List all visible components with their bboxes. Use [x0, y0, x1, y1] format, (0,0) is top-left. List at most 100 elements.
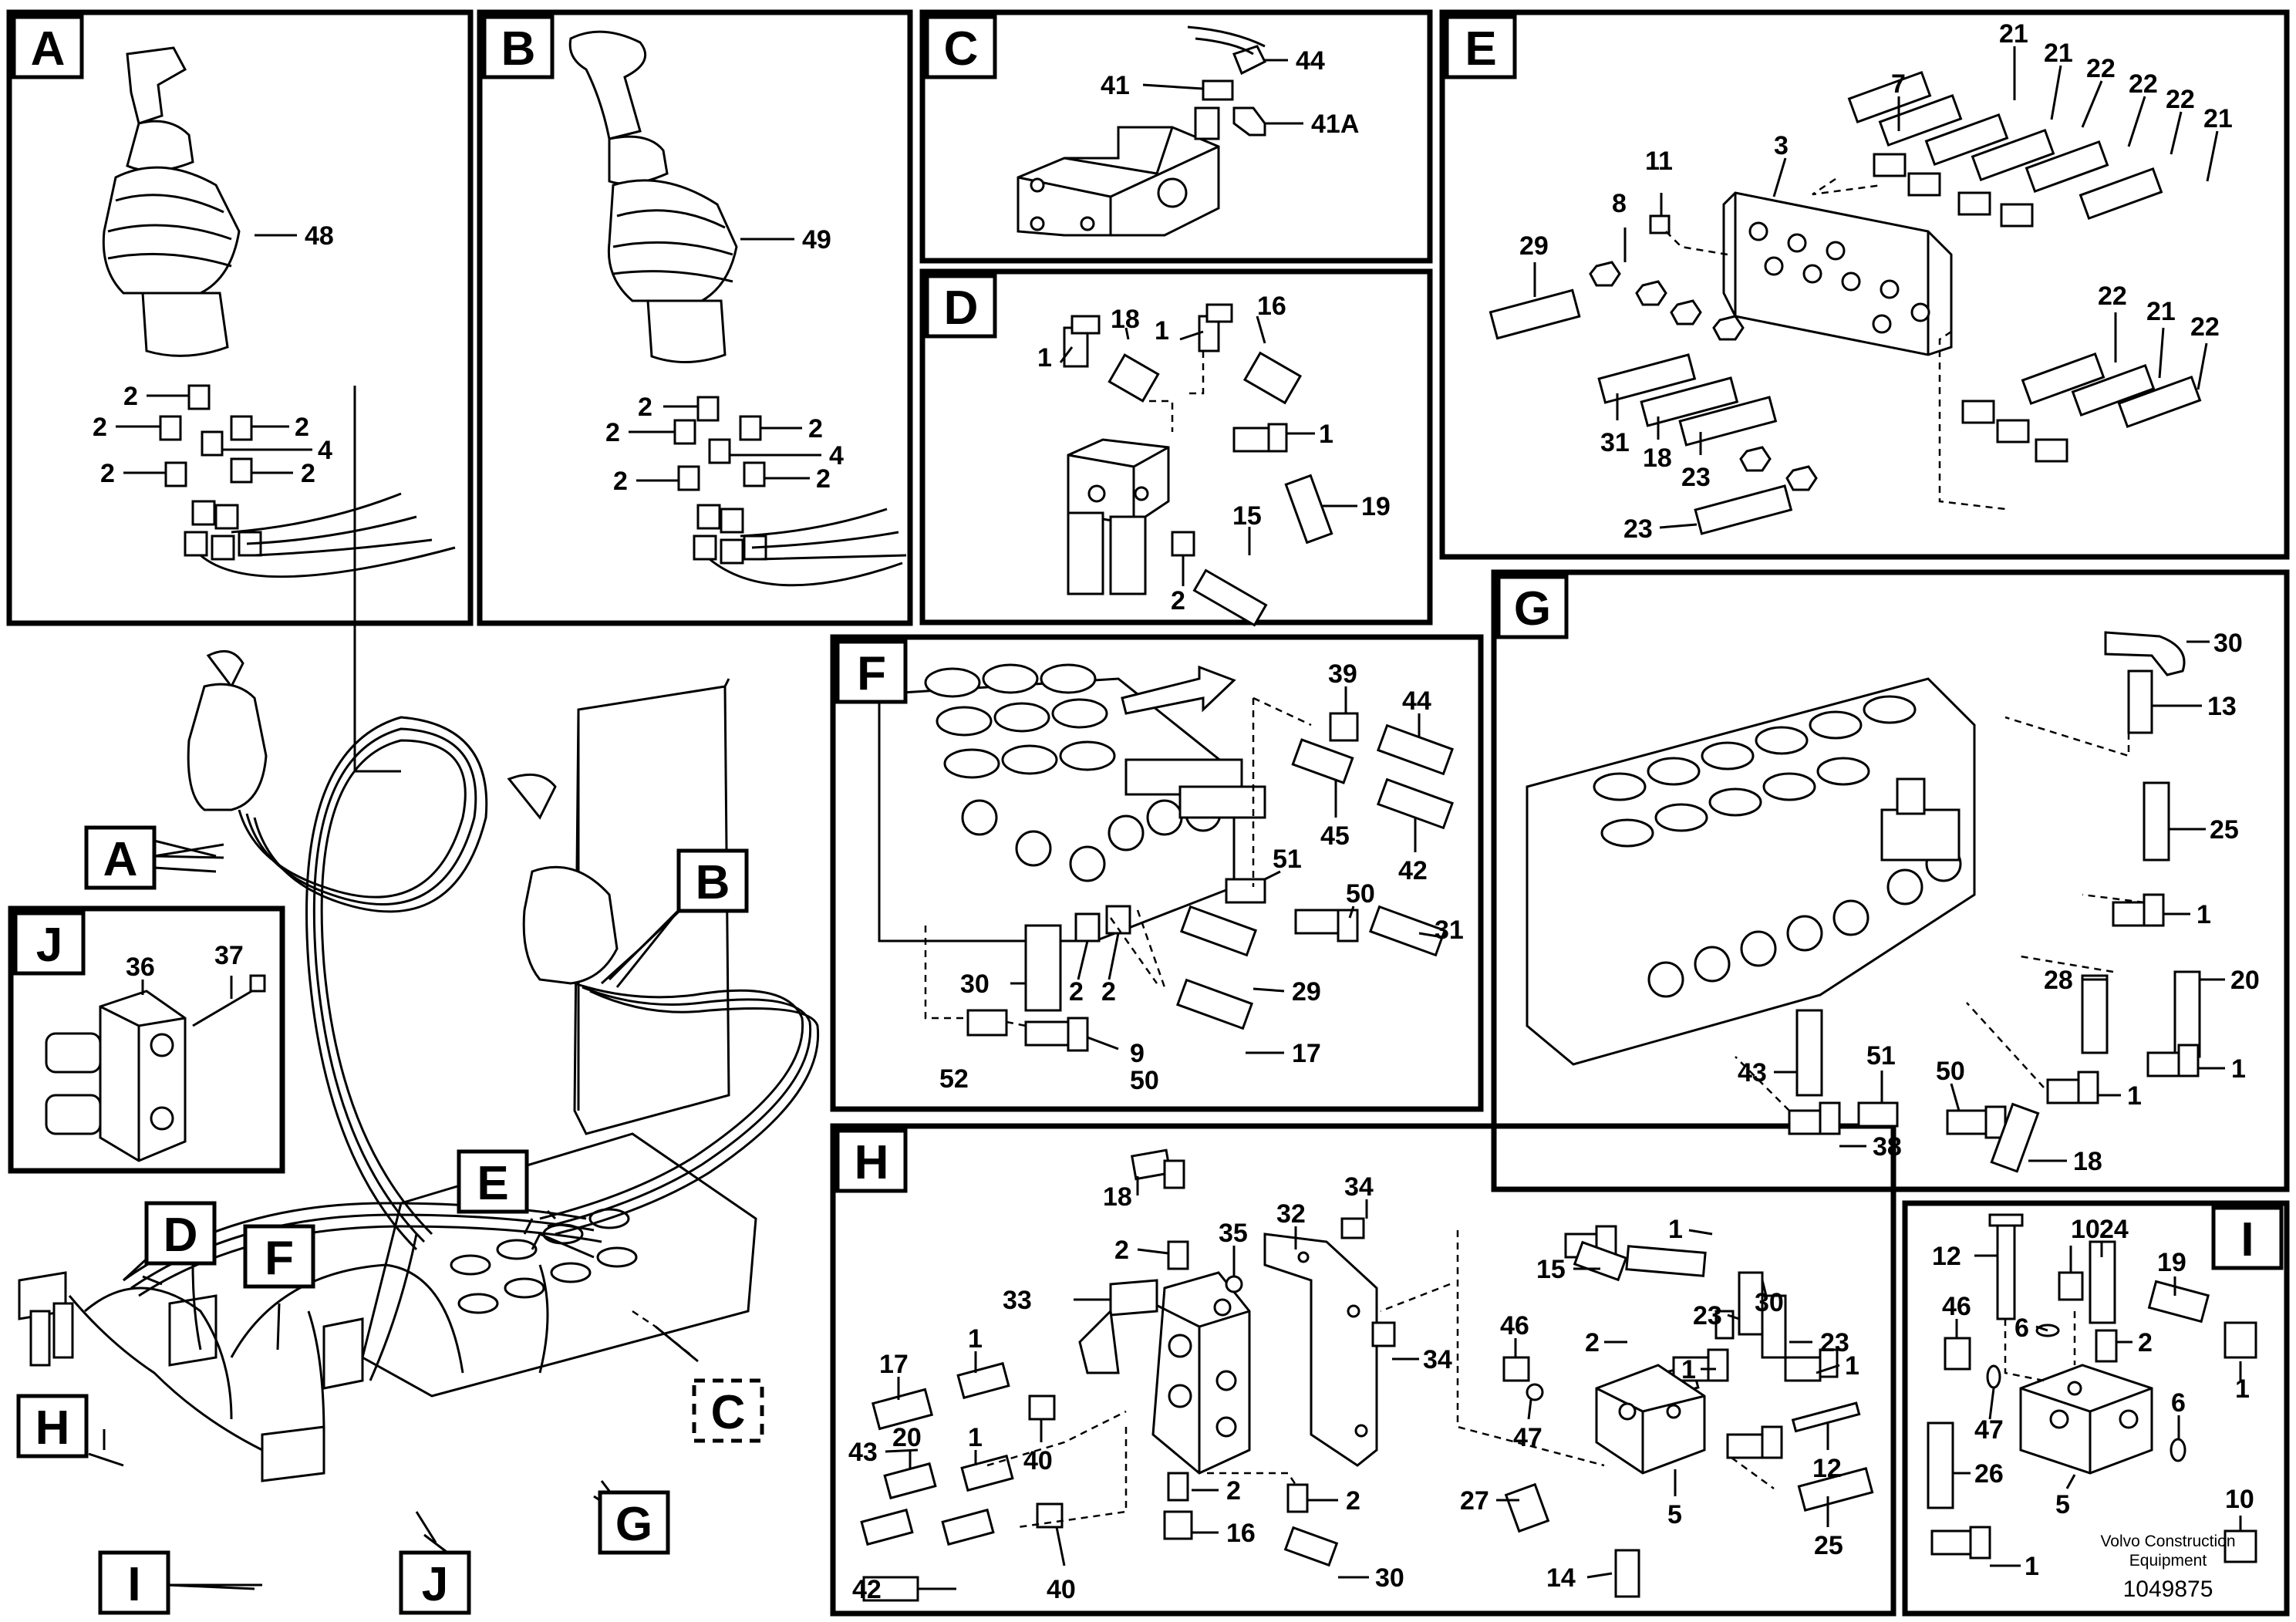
label: 23 [1820, 1328, 1849, 1357]
label: 31 [1600, 428, 1630, 457]
label: 17 [1292, 1039, 1321, 1068]
label: 21 [2203, 104, 2233, 133]
label: 43 [1738, 1058, 1767, 1088]
panel-d-drawing [1063, 303, 1333, 627]
label: 18 [1111, 305, 1140, 334]
callout-e: E [477, 1157, 508, 1210]
label: 18 [2073, 1147, 2102, 1176]
label: 46 [1942, 1292, 1971, 1321]
panel-g-drawing [1526, 631, 2201, 1173]
panel-d-labels: 18 1 1 16 1 19 15 2 [1037, 292, 1391, 615]
panel-j-drawing [45, 974, 266, 1162]
panel-i-drawing [1927, 1213, 2257, 1563]
label: 27 [1460, 1486, 1489, 1516]
label: 30 [2213, 629, 2243, 658]
label: 40 [1047, 1575, 1076, 1604]
label: 49 [802, 225, 831, 255]
panel-e-frame [1439, 9, 2290, 560]
label: 25 [2210, 815, 2239, 845]
label: 1 [2127, 1081, 2142, 1111]
section-tag-i: I [2240, 1213, 2254, 1266]
label: 10 [2071, 1215, 2100, 1244]
label: 2 [808, 414, 823, 443]
label: 2 [295, 413, 309, 442]
label: 1 [2025, 1552, 2039, 1581]
label: 2 [1101, 977, 1116, 1007]
label: 50 [1936, 1057, 1965, 1086]
label: 52 [939, 1064, 969, 1094]
label: 16 [1226, 1519, 1256, 1548]
label: 13 [2207, 692, 2237, 721]
label: 2 [1114, 1236, 1129, 1265]
label: 2 [301, 459, 315, 488]
brand-line-1: Volvo Construction [2100, 1533, 2235, 1550]
panel-c-frame [919, 9, 1433, 264]
panel-b-labels: 49 2 2 2 4 2 2 [605, 225, 844, 496]
label: 2 [1171, 586, 1185, 615]
label: 47 [1974, 1415, 2004, 1445]
label: 10 [2225, 1485, 2254, 1514]
panel-f-leaders [1010, 686, 1443, 1054]
label: 11 [1645, 147, 1673, 176]
label: 9 [1130, 1039, 1145, 1068]
label: 47 [1513, 1423, 1542, 1452]
label: 17 [879, 1350, 909, 1379]
label: 2 [2138, 1328, 2153, 1357]
callout-i: I [127, 1558, 140, 1611]
label: 44 [1296, 46, 1325, 76]
label: 44 [1402, 686, 1431, 716]
label: 18 [1103, 1182, 1132, 1212]
panel-h-frame [830, 1123, 1896, 1617]
panel-a-frame [6, 9, 474, 626]
section-tag-d: D [944, 282, 979, 335]
label: 6 [2171, 1388, 2186, 1418]
label: 3 [1774, 131, 1789, 160]
panel-i-labels: 10 24 12 19 46 6 2 1 6 47 10 26 5 1 [1932, 1215, 2254, 1581]
label: 21 [1999, 19, 2028, 49]
label: 40 [1023, 1446, 1053, 1475]
panel-b-frame [477, 9, 913, 626]
panel-j-frame [8, 905, 285, 1174]
label: 39 [1328, 659, 1357, 689]
label: 37 [214, 941, 244, 970]
label: 24 [2099, 1215, 2129, 1244]
label: 1 [968, 1423, 983, 1452]
panel-h-leaders [885, 1176, 1840, 1590]
label: 31 [1435, 916, 1464, 945]
overview-callout-tags: A B C D E F G H I J [16, 825, 764, 1615]
label: 2 [638, 393, 652, 422]
label: 1 [2235, 1374, 2250, 1404]
label: 5 [1667, 1500, 1682, 1529]
label: 38 [1873, 1132, 1902, 1162]
label: 18 [1643, 443, 1672, 473]
callout-f: F [265, 1232, 294, 1285]
label: 36 [126, 953, 155, 982]
section-tag-b: B [501, 22, 536, 76]
label: 42 [852, 1575, 882, 1604]
label: 22 [2098, 282, 2127, 311]
label: 19 [2157, 1248, 2186, 1277]
label: 41A [1311, 110, 1359, 139]
panel-i-leaders [1953, 1242, 2242, 1567]
label: 21 [2044, 39, 2073, 68]
panel-f-drawing [878, 663, 1455, 1052]
label: 23 [1681, 463, 1711, 492]
label: 2 [605, 418, 620, 447]
section-tag-e: E [1465, 22, 1496, 76]
panel-a-leaders [116, 234, 312, 474]
label: 21 [2146, 297, 2176, 326]
panel-i-frame [1902, 1200, 2290, 1617]
panel-e-drawing [1489, 70, 2202, 535]
callout-d: D [164, 1209, 198, 1262]
panel-f-labels: 39 44 45 42 51 50 31 30 2 2 29 17 52 9 5… [939, 659, 1464, 1095]
label: 51 [1866, 1041, 1896, 1071]
label: 23 [1623, 514, 1653, 544]
label: 15 [1232, 501, 1262, 531]
label: 22 [2190, 312, 2220, 342]
label: 4 [829, 441, 844, 470]
label: 45 [1320, 821, 1350, 851]
label: 41 [1101, 71, 1130, 100]
section-tag-g: G [1514, 582, 1551, 636]
label: 1 [1681, 1355, 1696, 1384]
